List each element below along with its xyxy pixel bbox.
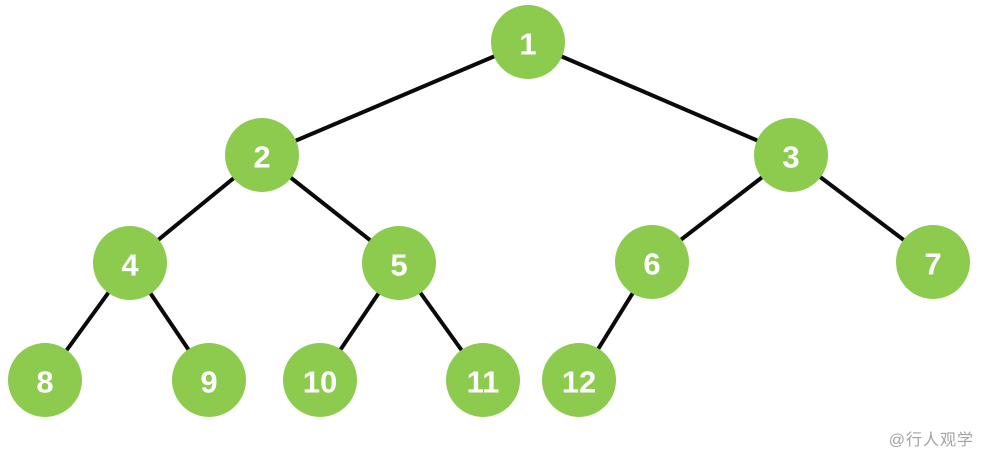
tree-node-10: 10 bbox=[283, 343, 357, 417]
tree-node-4: 4 bbox=[93, 226, 167, 300]
tree-node-9: 9 bbox=[172, 343, 246, 417]
tree-node-5: 5 bbox=[362, 226, 436, 300]
node-label-7: 7 bbox=[924, 247, 941, 282]
node-label-2: 2 bbox=[253, 140, 270, 175]
node-circle-4 bbox=[93, 226, 167, 300]
node-label-5: 5 bbox=[390, 248, 407, 283]
node-circle-12 bbox=[542, 343, 616, 417]
node-label-10: 10 bbox=[303, 365, 337, 400]
tree-node-3: 3 bbox=[754, 118, 828, 192]
node-circle-1 bbox=[491, 5, 565, 79]
node-label-4: 4 bbox=[121, 248, 139, 283]
node-circle-8 bbox=[8, 343, 82, 417]
edge-1-2 bbox=[261, 40, 529, 157]
node-circle-7 bbox=[896, 225, 970, 299]
watermark: @行人观学 bbox=[888, 432, 974, 449]
node-label-11: 11 bbox=[467, 365, 500, 400]
node-label-8: 8 bbox=[36, 365, 53, 400]
tree-node-8: 8 bbox=[8, 343, 82, 417]
tree-node-11: 11 bbox=[446, 343, 520, 417]
node-circle-6 bbox=[615, 225, 689, 299]
node-circle-5 bbox=[362, 226, 436, 300]
tree-node-7: 7 bbox=[896, 225, 970, 299]
tree-node-2: 2 bbox=[225, 118, 299, 192]
node-label-12: 12 bbox=[562, 365, 596, 400]
node-label-3: 3 bbox=[782, 140, 799, 175]
node-circle-9 bbox=[172, 343, 246, 417]
node-label-9: 9 bbox=[200, 365, 217, 400]
node-circle-3 bbox=[754, 118, 828, 192]
edge-1-3 bbox=[527, 40, 792, 157]
tree-node-6: 6 bbox=[615, 225, 689, 299]
node-label-6: 6 bbox=[643, 247, 660, 282]
tree-node-12: 12 bbox=[542, 343, 616, 417]
node-label-1: 1 bbox=[519, 27, 536, 62]
node-circle-11 bbox=[446, 343, 520, 417]
node-circle-10 bbox=[283, 343, 357, 417]
tree-node-1: 1 bbox=[491, 5, 565, 79]
node-circle-2 bbox=[225, 118, 299, 192]
